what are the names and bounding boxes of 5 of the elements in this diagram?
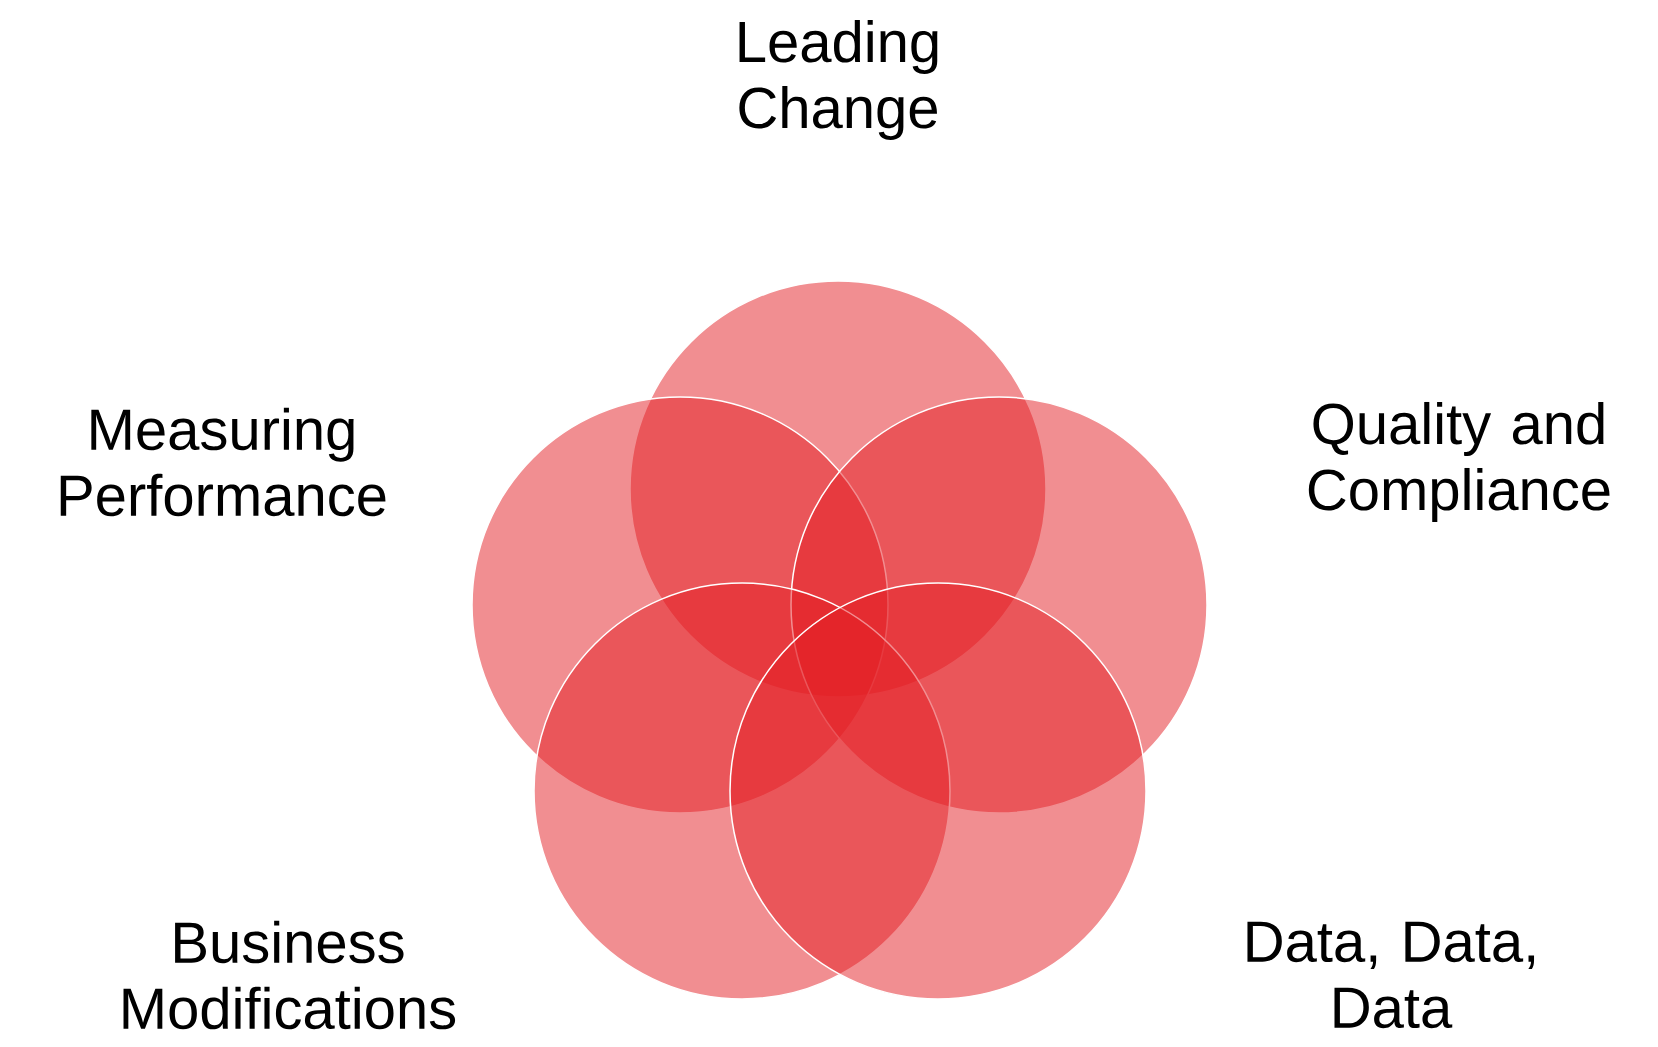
circle-label: Business Modifications: [123, 920, 456, 1030]
circle-label: Measuring Performance: [60, 407, 386, 517]
circle-label: Quality and Compliance: [1308, 401, 1610, 522]
circle-label: Leading Change: [739, 19, 938, 141]
circle-label: Data, Data, Data: [1247, 921, 1535, 1029]
